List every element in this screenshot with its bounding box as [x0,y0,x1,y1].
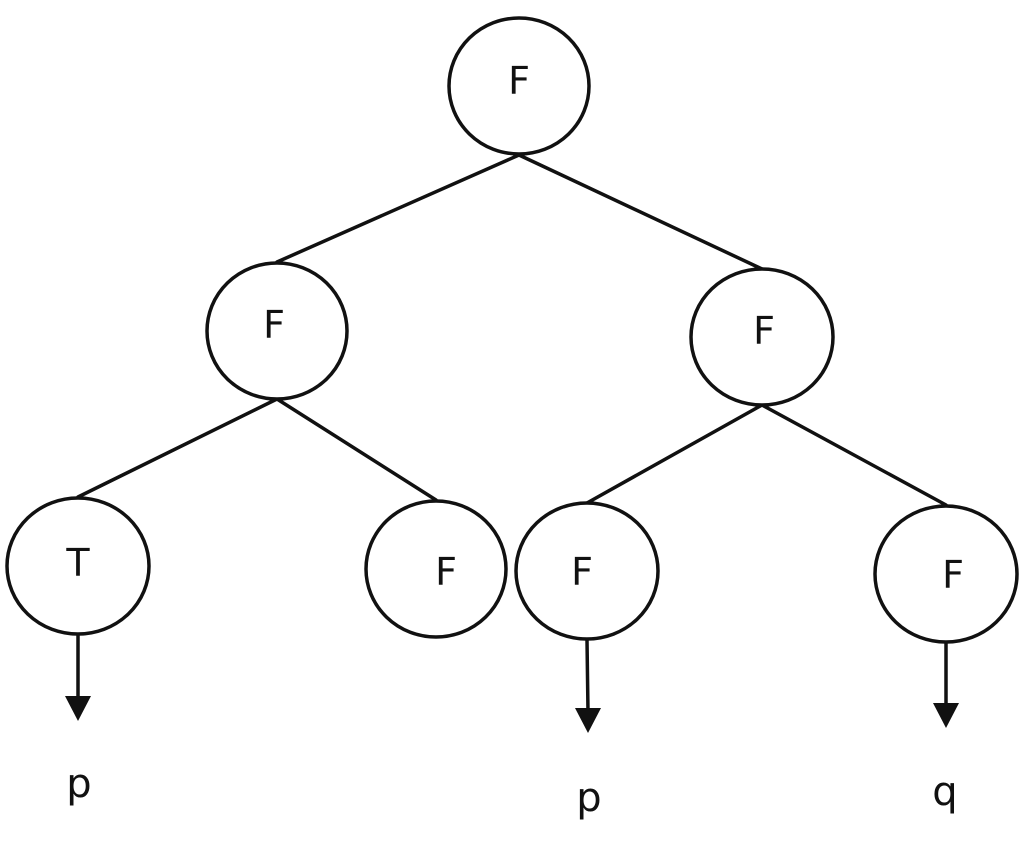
edge-right-rightleft [585,403,764,505]
tree-nodes: F F F T F F F [5,16,1019,644]
node-label: T [65,541,90,585]
edge-root-left [275,153,521,264]
leaf-output-label: q [932,769,957,815]
node-label: F [942,553,964,597]
leaf-outputs: p p q [66,761,957,821]
tree-node-left-left: T [5,496,151,636]
arrow-down-icon [575,638,601,733]
tree-node-right-right: F [873,504,1019,644]
edge-left-leftright [275,397,438,502]
tree-node-left-right: F [364,499,508,639]
arrow-down-icon [65,633,91,721]
tree-node-right-left: F [514,501,660,641]
tree-node-right: F [689,267,835,407]
leaf-output-label: p [66,761,91,807]
edge-left-leftleft [76,397,279,499]
arrow-down-icon [933,641,959,728]
edge-root-right [517,153,764,271]
edge-right-rightright [760,403,948,507]
node-label: F [435,550,457,594]
node-label: F [571,550,593,594]
tree-node-root: F [447,16,591,156]
tree-node-left: F [205,261,349,401]
node-label: F [508,59,530,103]
output-arrows [65,633,959,733]
leaf-output-label: p [576,775,601,821]
node-label: F [753,309,775,353]
node-label: F [263,303,285,347]
tree-edges [76,153,948,507]
